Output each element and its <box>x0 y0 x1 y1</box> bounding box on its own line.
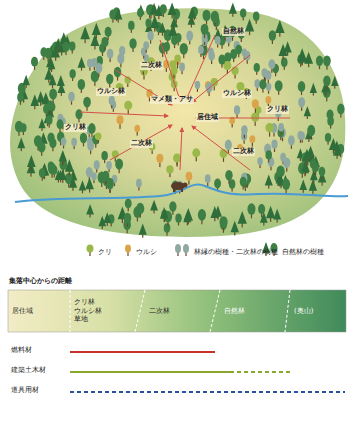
area-label: ウルシ林 <box>222 90 252 98</box>
area-label: 二次林 <box>140 62 163 70</box>
zone-text: ウルシ林 <box>74 307 102 316</box>
area-label: 二次林 <box>130 140 153 148</box>
zone-band: 自然林 <box>220 290 290 332</box>
legend-text: ウルシ <box>136 248 157 257</box>
zone-text: クリ林 <box>74 298 95 307</box>
zone-text: (奥山) <box>294 307 313 316</box>
legend-text: クリ <box>98 248 112 257</box>
legend-text: 自然林の樹種 <box>282 248 324 257</box>
legend-text: 林縁の樹種・二次林の樹種 <box>194 248 278 257</box>
row-label: 燃料材 <box>10 347 33 355</box>
area-label: クリ林 <box>266 106 289 114</box>
row-label: 建築土木材 <box>10 367 47 375</box>
zone-text: 自然林 <box>224 307 245 316</box>
zone-text: 二次林 <box>149 307 170 316</box>
zone-band: 居住域 <box>8 290 70 332</box>
zone-band: クリ林ウルシ林草地 <box>70 290 142 332</box>
zone-text: 草地 <box>74 315 88 324</box>
area-label: 二次林 <box>232 148 255 156</box>
zone-band: 二次林 <box>145 290 217 332</box>
area-label: ウルシ林 <box>96 88 126 96</box>
area-label: マメ類・アサ <box>150 96 194 104</box>
area-label: 自然林 <box>222 28 245 36</box>
area-label: 居住域 <box>196 114 219 122</box>
zone-text: 居住域 <box>12 307 33 316</box>
zone-band: (奥山) <box>290 290 346 332</box>
axis-title: 集落中心からの距離 <box>8 278 73 286</box>
row-label: 道具用材 <box>10 387 40 395</box>
area-label: クリ林 <box>64 124 87 132</box>
